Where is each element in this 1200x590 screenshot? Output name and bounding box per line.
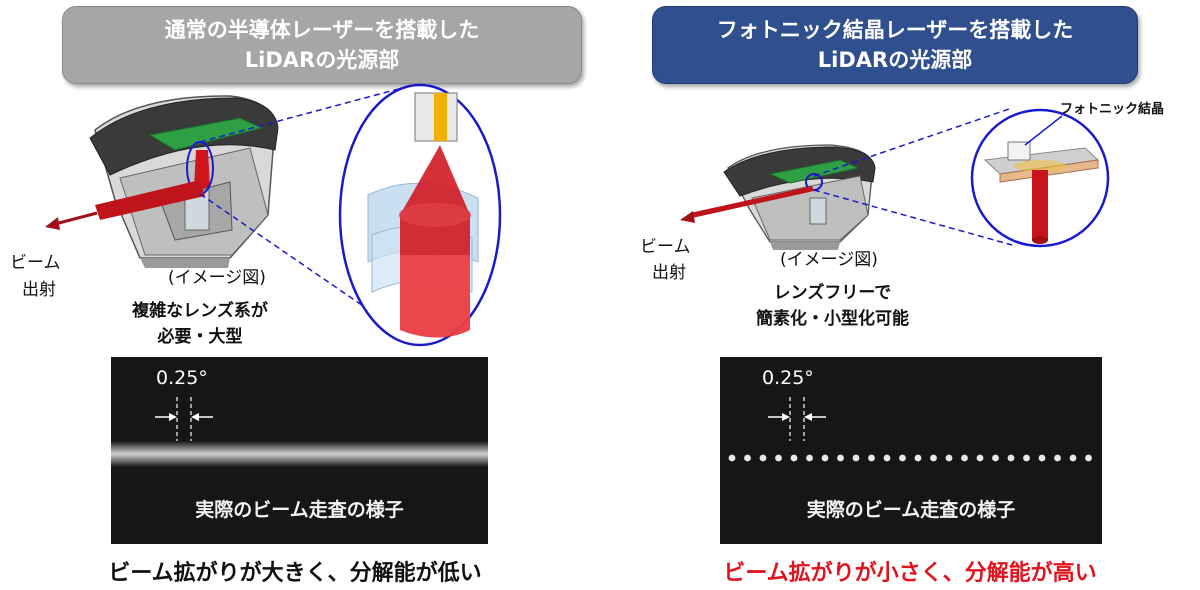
- left-beam-stripe: [111, 441, 488, 467]
- beam-spot: [744, 454, 751, 462]
- beam-spot: [806, 454, 813, 462]
- header-right: フォトニック結晶レーザーを搭載した LiDARの光源部: [652, 6, 1138, 84]
- right-scan-label: 実際のビーム走査の様子: [806, 499, 1016, 521]
- beam-spot: [899, 454, 906, 462]
- beam-spot: [1085, 454, 1092, 462]
- header-right-line2: LiDARの光源部: [817, 48, 973, 72]
- header-left: 通常の半導体レーザーを搭載した LiDARの光源部: [62, 6, 582, 84]
- header-left-line2: LiDARの光源部: [244, 48, 400, 72]
- left-scan-graphic: [111, 397, 488, 467]
- beam-spot: [914, 454, 922, 462]
- crystal-label: フォトニック結晶: [1060, 102, 1165, 117]
- left-beam-out-label-1: ビーム: [10, 253, 61, 273]
- left-conclusion: ビーム拡がりが大きく、分解能が低い: [108, 561, 482, 586]
- header-right-line1: フォトニック結晶レーザーを搭載した: [716, 18, 1074, 42]
- right-lidar-housing: [723, 144, 876, 250]
- right-caption-line1: レンズフリーで: [773, 283, 892, 303]
- beam-spot: [1054, 454, 1061, 462]
- beam-spot: [1007, 454, 1015, 462]
- right-beam-scan-panel: 0.25° 実際のビーム走査の様子: [720, 357, 1102, 544]
- right-image-note: (イメージ図): [780, 250, 878, 270]
- beam-spot: [992, 454, 999, 462]
- beam-spot: [961, 454, 968, 462]
- beam-spot: [976, 454, 984, 462]
- left-caption-line1: 複雑なレンズ系が: [132, 301, 268, 321]
- right-beam-out-label-1: ビーム: [640, 237, 691, 257]
- left-beam-scan-panel: 0.25° 実際のビーム走査の様子: [111, 357, 488, 544]
- beam-spot: [945, 454, 953, 462]
- beam-spot: [930, 454, 937, 462]
- right-beam-out-label-2: 出射: [652, 263, 686, 283]
- beam-spot: [837, 454, 844, 462]
- left-angle-label: 0.25°: [156, 367, 208, 389]
- beam-spot: [868, 454, 875, 462]
- beam-spot: [1069, 454, 1077, 462]
- right-beam-dots: [728, 454, 1092, 462]
- beam-spot: [775, 454, 782, 462]
- beam-spot: [852, 454, 860, 462]
- left-lidar-housing: [89, 95, 279, 268]
- beam-spot: [1038, 454, 1046, 462]
- left-caption-line2: 必要・大型: [157, 327, 243, 347]
- right-conclusion: ビーム拡がりが小さく、分解能が高い: [723, 561, 1097, 586]
- beam-spot: [821, 454, 829, 462]
- right-angle-label: 0.25°: [762, 367, 814, 389]
- left-scan-label: 実際のビーム走査の様子: [195, 499, 404, 521]
- left-output-beam: [95, 180, 205, 220]
- left-caption: 複雑なレンズ系が 必要・大型: [100, 298, 300, 350]
- beam-spot: [728, 454, 736, 462]
- header-left-line1: 通常の半導体レーザーを搭載した: [164, 18, 480, 42]
- beam-spot: [883, 454, 891, 462]
- beam-spot: [790, 454, 798, 462]
- right-output-beam: [690, 186, 814, 218]
- right-caption-line2: 簡素化・小型化可能: [756, 309, 909, 329]
- right-caption: レンズフリーで 簡素化・小型化可能: [720, 280, 945, 332]
- right-scan-graphic: [728, 397, 1092, 462]
- left-beam-out-label-2: 出射: [22, 280, 56, 300]
- beam-spot: [759, 454, 767, 462]
- left-internal-beam: [194, 150, 210, 188]
- left-image-note: (イメージ図): [168, 268, 266, 288]
- beam-spot: [1023, 454, 1030, 462]
